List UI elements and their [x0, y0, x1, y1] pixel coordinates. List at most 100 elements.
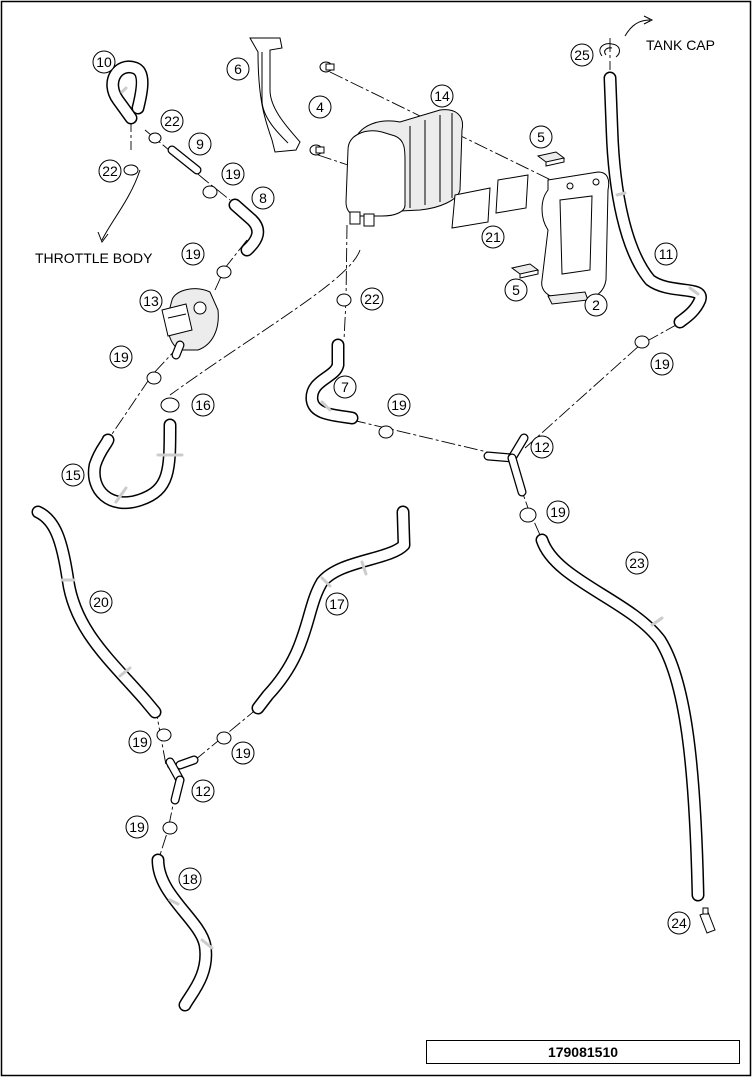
hose-23	[535, 533, 705, 902]
callout-bubble: 8	[251, 186, 275, 210]
svg-text:18: 18	[182, 871, 198, 887]
throttle-body-arrow	[101, 169, 141, 241]
svg-text:8: 8	[259, 190, 267, 206]
callout-bubble: 22	[360, 287, 384, 311]
svg-text:25: 25	[574, 47, 590, 63]
hose-11	[603, 71, 707, 329]
svg-text:14: 14	[434, 88, 450, 104]
svg-text:19: 19	[550, 504, 566, 520]
svg-text:21: 21	[485, 229, 501, 245]
svg-text:17: 17	[329, 596, 345, 612]
callout-bubble: 9	[188, 132, 212, 156]
screw-4-bottom	[309, 144, 325, 156]
callout-bubble: 18	[178, 867, 202, 891]
svg-text:19: 19	[225, 166, 241, 182]
callout-bubble: 19	[221, 162, 245, 186]
throttle-body-arrowhead	[97, 231, 109, 244]
svg-text:9: 9	[196, 136, 204, 152]
bracket-2	[541, 171, 610, 305]
callout-bubble: 19	[387, 393, 411, 417]
callout-bubble: 5	[529, 125, 553, 149]
svg-text:19: 19	[391, 397, 407, 413]
svg-text:22: 22	[164, 113, 180, 129]
svg-text:5: 5	[512, 282, 520, 298]
callout-bubble: 14	[430, 84, 454, 108]
callout-bubble: 2	[584, 293, 608, 317]
callout-bubble: 4	[308, 95, 332, 119]
svg-text:19: 19	[129, 819, 145, 835]
svg-text:2: 2	[592, 297, 600, 313]
callouts: 10 6 4 14 25 22 9 22 19 8 5 21 19 22 11 …	[61, 43, 691, 935]
connector-9	[167, 145, 202, 175]
callout-bubble: 6	[226, 57, 250, 81]
callout-bubble: 13	[139, 289, 163, 313]
svg-text:12: 12	[534, 439, 550, 455]
callout-bubble: 23	[625, 551, 649, 575]
callout-bubble: 11	[654, 242, 678, 266]
callout-bubble: 19	[546, 500, 570, 524]
svg-text:19: 19	[185, 246, 201, 262]
callout-bubble: 19	[231, 741, 255, 765]
hose-20	[31, 505, 162, 719]
screw-4-top	[319, 61, 335, 73]
callout-bubble: 10	[92, 50, 116, 74]
callout-bubble: 5	[504, 278, 528, 302]
svg-text:13: 13	[143, 293, 159, 309]
svg-text:5: 5	[537, 129, 545, 145]
svg-text:4: 4	[316, 99, 324, 115]
tank-cap-arrowhead	[643, 15, 654, 25]
hose-15	[87, 418, 184, 510]
tee-fitting-12-right	[483, 433, 529, 497]
svg-text:19: 19	[654, 356, 670, 372]
tank-cap-arrow	[624, 19, 651, 37]
bracket-6	[249, 37, 301, 153]
svg-text:19: 19	[235, 745, 251, 761]
clip-5-bottom	[510, 263, 540, 279]
tank-cap-clip-25	[599, 43, 620, 58]
callout-bubble: 15	[61, 463, 85, 487]
clip-5-top	[536, 151, 566, 167]
callout-bubble: 19	[650, 352, 674, 376]
callout-bubble: 17	[325, 592, 349, 616]
callout-bubble: 22	[98, 159, 122, 183]
callout-bubble: 19	[181, 242, 205, 266]
svg-text:11: 11	[659, 246, 674, 262]
svg-text:23: 23	[629, 555, 645, 571]
hose-18	[151, 853, 214, 1012]
throttle-body-label: THROTTLE BODY	[35, 250, 153, 266]
callout-bubble: 7	[333, 375, 357, 399]
callout-bubble: 25	[570, 43, 594, 67]
clamps	[123, 132, 650, 835]
hose-17	[251, 505, 411, 715]
callout-bubble: 12	[530, 435, 554, 459]
hose-7	[305, 338, 359, 425]
callout-bubble: 24	[667, 911, 691, 935]
svg-text:20: 20	[93, 594, 109, 610]
tee-fitting-12-left	[165, 755, 199, 805]
purge-valve-13	[161, 288, 219, 360]
hose-10	[106, 60, 149, 125]
callout-bubble: 22	[160, 109, 184, 133]
svg-text:7: 7	[341, 379, 349, 395]
svg-text:12: 12	[195, 783, 211, 799]
callout-bubble: 19	[125, 815, 149, 839]
fitting-24	[699, 907, 716, 934]
pads-21	[451, 174, 529, 229]
svg-text:6: 6	[234, 61, 242, 77]
callout-bubble: 16	[191, 393, 215, 417]
callout-bubble: 19	[109, 345, 133, 369]
drawing-number-box: 179081510	[426, 1040, 740, 1064]
svg-text:15: 15	[65, 467, 81, 483]
svg-text:24: 24	[671, 915, 687, 931]
callout-bubble: 20	[89, 590, 113, 614]
drawing-number: 179081510	[547, 1044, 619, 1060]
svg-text:10: 10	[96, 54, 112, 70]
tank-cap-label: TANK CAP	[646, 37, 715, 53]
svg-text:22: 22	[364, 291, 380, 307]
svg-text:19: 19	[113, 349, 129, 365]
callout-bubble: 19	[128, 730, 152, 754]
svg-text:16: 16	[195, 397, 211, 413]
